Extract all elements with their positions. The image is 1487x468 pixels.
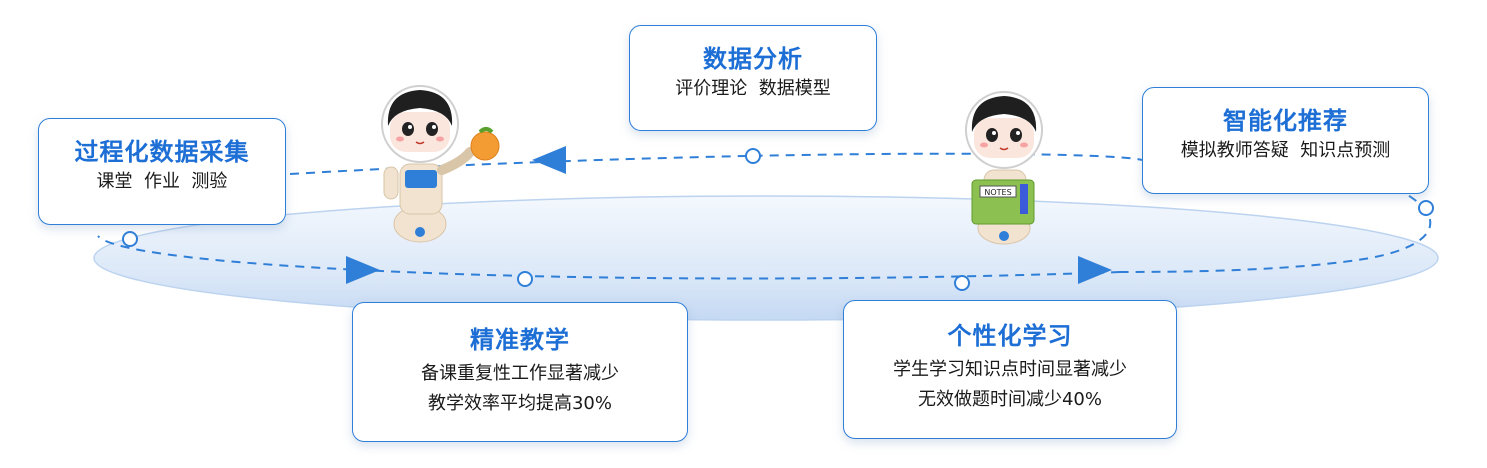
node-box-analysis: 数据分析 评价理论 数据模型 xyxy=(629,25,877,131)
node-box-recommend: 智能化推荐 模拟教师答疑 知识点预测 xyxy=(1142,87,1429,194)
node-line-teaching-2: 教学效率平均提高30% xyxy=(427,393,612,414)
node-dot-collect xyxy=(122,231,138,247)
node-dot-teaching xyxy=(517,271,533,287)
node-title-recommend: 智能化推荐 xyxy=(1223,107,1348,135)
flow-path-top xyxy=(289,152,1143,175)
node-box-collect: 过程化数据采集 课堂 作业 测验 xyxy=(38,118,286,225)
robot-right-illustration: NOTES xyxy=(965,91,1043,245)
node-line-learning-2: 无效做题时间减少40% xyxy=(917,389,1102,410)
arrow-right-bottom-2 xyxy=(1078,256,1112,284)
node-line-collect-1: 课堂 作业 测验 xyxy=(96,171,228,192)
node-line-recommend-1: 模拟教师答疑 知识点预测 xyxy=(1180,140,1391,161)
robot-left-illustration xyxy=(381,85,500,243)
node-title-collect: 过程化数据采集 xyxy=(74,138,250,166)
node-title-analysis: 数据分析 xyxy=(703,45,803,73)
node-box-learning: 个性化学习 学生学习知识点时间显著减少 无效做题时间减少40% xyxy=(843,300,1177,439)
node-dot-analysis xyxy=(745,148,761,164)
node-box-teaching: 精准教学 备课重复性工作显著减少 教学效率平均提高30% xyxy=(352,302,688,442)
node-title-teaching: 精准教学 xyxy=(470,326,570,354)
node-line-analysis-1: 评价理论 数据模型 xyxy=(675,78,831,99)
flow-path-right xyxy=(1119,187,1432,273)
arrow-right-bottom-1 xyxy=(346,256,380,284)
node-dot-learning xyxy=(954,275,970,291)
node-dot-recommend xyxy=(1418,200,1434,216)
arrow-left-top xyxy=(532,146,566,174)
svg-text:NOTES: NOTES xyxy=(984,188,1011,197)
node-line-teaching-1: 备课重复性工作显著减少 xyxy=(421,363,619,384)
node-title-learning: 个性化学习 xyxy=(947,322,1073,350)
base-ellipse xyxy=(93,195,1439,321)
node-line-learning-1: 学生学习知识点时间显著减少 xyxy=(893,359,1127,380)
flow-path-bottom xyxy=(97,235,1121,280)
